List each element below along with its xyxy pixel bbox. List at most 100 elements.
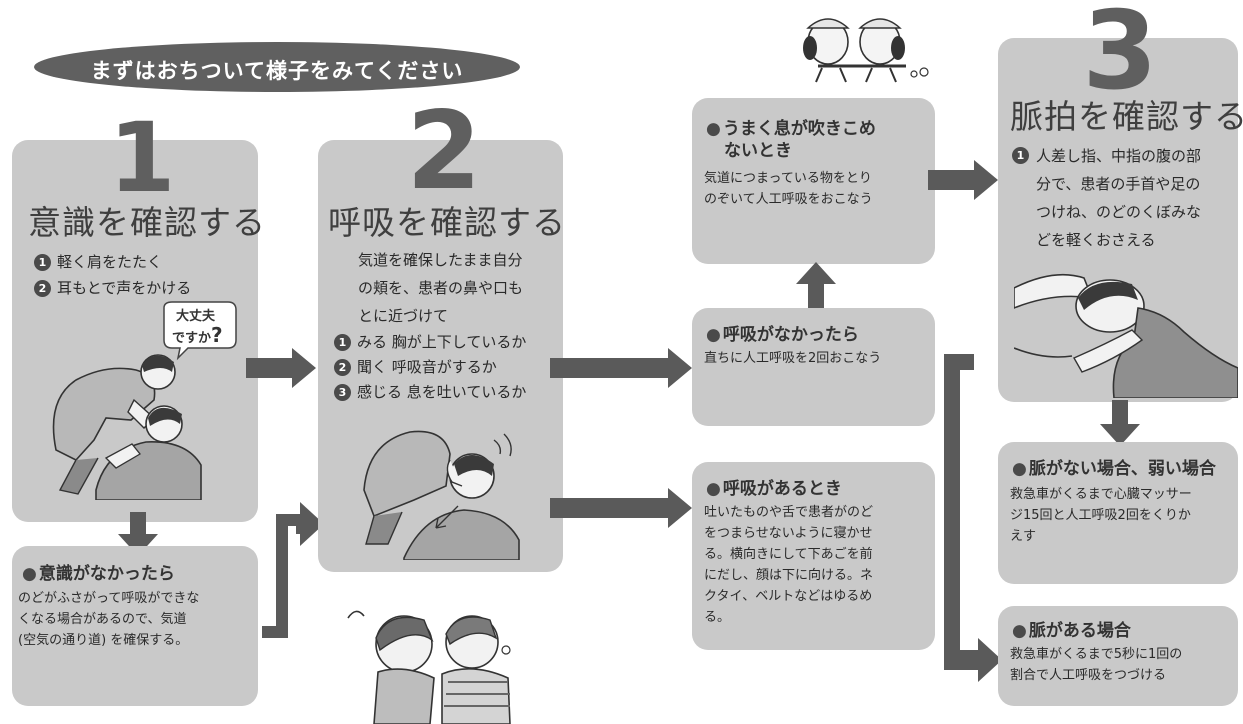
- step3-line-4: どを軽くおさえる: [1036, 231, 1156, 249]
- step2-item-1: 1 みる 胸が上下しているか: [334, 332, 526, 352]
- step1-item-1-text: 軽く肩をたたく: [57, 253, 163, 271]
- pulse-heading: ●脈がある場合: [1012, 620, 1131, 642]
- checking-pulse-illustration: [1014, 273, 1238, 398]
- step2-item-1-num: 1: [334, 334, 351, 351]
- no-pulse-body: 救急車がくるまで心臓マッサー ジ15回と人工呼吸2回をくりか えす: [1010, 484, 1238, 547]
- bullet-icon: ●: [706, 479, 721, 499]
- step2-item-1-text: みる 胸が上下しているか: [357, 333, 527, 351]
- step2-to-breathing-arrow: [550, 488, 692, 528]
- unconscious-panel: [12, 546, 258, 706]
- step3-title: 脈拍を確認する: [1010, 97, 1243, 136]
- unconscious-line-2: くなる場合があるので、気道: [18, 612, 187, 627]
- unconscious-heading-text: 意識がなかったら: [38, 564, 175, 584]
- speech-bubble-icon: [163, 301, 237, 361]
- listening-breath-illustration: [363, 430, 520, 560]
- no-pulse-line-3: えす: [1010, 529, 1037, 544]
- step1-item-2-text: 耳もとで声をかける: [57, 279, 192, 297]
- step1-down-arrow: [118, 512, 158, 556]
- step2-item-2-text: 聞く 呼吸音がするか: [357, 358, 497, 376]
- speech-question-mark: ?: [211, 323, 223, 347]
- no-breath-heading-text: 呼吸がなかったら: [722, 325, 859, 345]
- step2-panel: [318, 140, 563, 572]
- step2-intro-line-3: とに近づけて: [358, 307, 449, 325]
- bullet-icon: ●: [706, 119, 721, 139]
- unconscious-line-1: のどがふさがって呼吸ができな: [18, 591, 200, 606]
- blocked-body: 気道につまっている物をとり のぞいて人工呼吸をおこなう: [704, 168, 934, 210]
- step1-number: 1: [108, 102, 176, 214]
- no-pulse-panel: [998, 442, 1238, 584]
- bullet-icon: ●: [1012, 621, 1027, 641]
- pulse-line-1: 救急車がくるまで5秒に1回の: [1010, 647, 1183, 662]
- banner-text: まずはおちついて様子をみてください: [90, 58, 464, 83]
- step2-item-3-text: 感じる 息を吐いているか: [357, 383, 527, 401]
- pulse-line-2: 割合で人工呼吸をつづける: [1010, 668, 1167, 683]
- blocked-heading: ●うまく息が吹きこめ ないとき: [706, 118, 876, 162]
- speech-line-1: 大丈夫: [176, 309, 216, 324]
- blocked-line-2: のぞいて人工呼吸をおこなう: [704, 192, 873, 207]
- title-banner: [34, 42, 520, 92]
- step1-item-1: 1 軽く肩をたたく: [34, 252, 162, 272]
- step3-line-3: つけね、のどのくぼみな: [1036, 203, 1202, 221]
- pulse-panel: [998, 606, 1238, 706]
- step1-item-1-num: 1: [34, 254, 51, 271]
- step2-intro-line-2: の頬を、患者の鼻や口も: [358, 279, 524, 297]
- blocked-heading-line-1: ●うまく息が吹きこめ: [706, 118, 876, 140]
- breathing-heading: ●呼吸があるとき: [706, 478, 842, 500]
- step3-number: 3: [1082, 0, 1157, 114]
- no-pulse-line-2: ジ15回と人工呼吸2回をくりか: [1010, 508, 1191, 523]
- no-breath-body: 直ちに人工呼吸を2回おこなう: [704, 348, 934, 369]
- step3-item-1-body: 人差し指、中指の腹の部 分で、患者の手首や足の つけね、のどのくぼみな どを軽く…: [1012, 142, 1234, 254]
- unconscious-to-step2-arrow: [262, 502, 324, 638]
- speech-line-2: ですか?: [172, 323, 223, 347]
- breathing-panel: [692, 462, 935, 650]
- no-breath-heading: ●呼吸がなかったら: [706, 324, 859, 346]
- breathing-line-3: る。横向きにして下あごを前: [704, 547, 873, 562]
- breathing-line-1: 吐いたものや舌で患者がのど: [704, 505, 874, 520]
- unconscious-body: のどがふさがって呼吸ができな くなる場合があるので、気道 (空気の通り道) を確…: [18, 588, 258, 651]
- bullet-icon: ●: [22, 564, 37, 584]
- no-pulse-heading-text: 脈がない場合、弱い場合: [1028, 459, 1216, 479]
- step2-item-3: 3 感じる 息を吐いているか: [334, 382, 526, 402]
- choking-people-illustration: [347, 610, 511, 724]
- step3-down-arrow: [1100, 400, 1140, 446]
- breathing-body: 吐いたものや舌で患者がのど をつまらせないように寝かせ る。横向きにして下あごを…: [704, 502, 936, 628]
- unconscious-heading: ●意識がなかったら: [22, 563, 175, 585]
- step2-item-2-num: 2: [334, 359, 351, 376]
- rescue-dogs-illustration: [803, 18, 929, 83]
- step2-title: 呼吸を確認する: [328, 203, 566, 242]
- step1-to-step2-arrow: [246, 348, 316, 388]
- no-pulse-heading: ●脈がない場合、弱い場合: [1012, 458, 1216, 480]
- step2-intro-line-1: 気道を確保したまま自分: [358, 251, 523, 269]
- step3-line-1: 人差し指、中指の腹の部: [1036, 147, 1202, 165]
- tapping-shoulder-illustration: [52, 354, 202, 500]
- nobreath-up-arrow: [796, 262, 836, 312]
- step3-line-2: 分で、患者の手首や足の: [1036, 175, 1201, 193]
- step3-item-1: 1 人差し指、中指の腹の部 分で、患者の手首や足の つけね、のどのくぼみな どを…: [1012, 142, 1234, 254]
- blocked-line-1: 気道につまっている物をとり: [704, 171, 872, 186]
- blocked-heading-text-1: うまく息が吹きこめ: [722, 119, 876, 139]
- breathing-line-4: にだし、顔は下に向ける。ネ: [704, 568, 874, 583]
- no-breath-panel: [692, 308, 935, 426]
- unconscious-line-3: (空気の通り道) を確保する。: [18, 633, 189, 648]
- step2-intro: 気道を確保したまま自分 の頬を、患者の鼻や口も とに近づけて: [358, 246, 558, 330]
- breathing-heading-text: 呼吸があるとき: [722, 479, 842, 499]
- pulse-body: 救急車がくるまで5秒に1回の 割合で人工呼吸をつづける: [1010, 644, 1238, 686]
- speech-line-2-text: ですか: [172, 331, 212, 346]
- step1-item-2-num: 2: [34, 280, 51, 297]
- bullet-icon: ●: [1012, 459, 1027, 479]
- step2-item-2: 2 聞く 呼吸音がするか: [334, 357, 497, 377]
- blocked-heading-line-2: ないとき: [724, 141, 792, 161]
- step2-item-3-num: 3: [334, 384, 351, 401]
- step3-item-1-num: 1: [1012, 147, 1029, 164]
- step1-title: 意識を確認する: [28, 203, 266, 242]
- breathing-line-5: クタイ、ベルトなどはゆるめ: [704, 589, 873, 604]
- no-breath-line-1: 直ちに人工呼吸を2回おこなう: [704, 351, 882, 366]
- step2-to-nobreath-arrow: [550, 348, 692, 388]
- bullet-icon: ●: [706, 325, 721, 345]
- blocked-airway-panel: [692, 98, 935, 264]
- pulse-heading-text: 脈がある場合: [1028, 621, 1131, 641]
- breathing-line-6: る。: [704, 610, 731, 625]
- breathing-line-2: をつまらせないように寝かせ: [704, 526, 873, 541]
- blocked-to-step3-arrow: [928, 160, 998, 200]
- step1-item-2: 2 耳もとで声をかける: [34, 278, 191, 298]
